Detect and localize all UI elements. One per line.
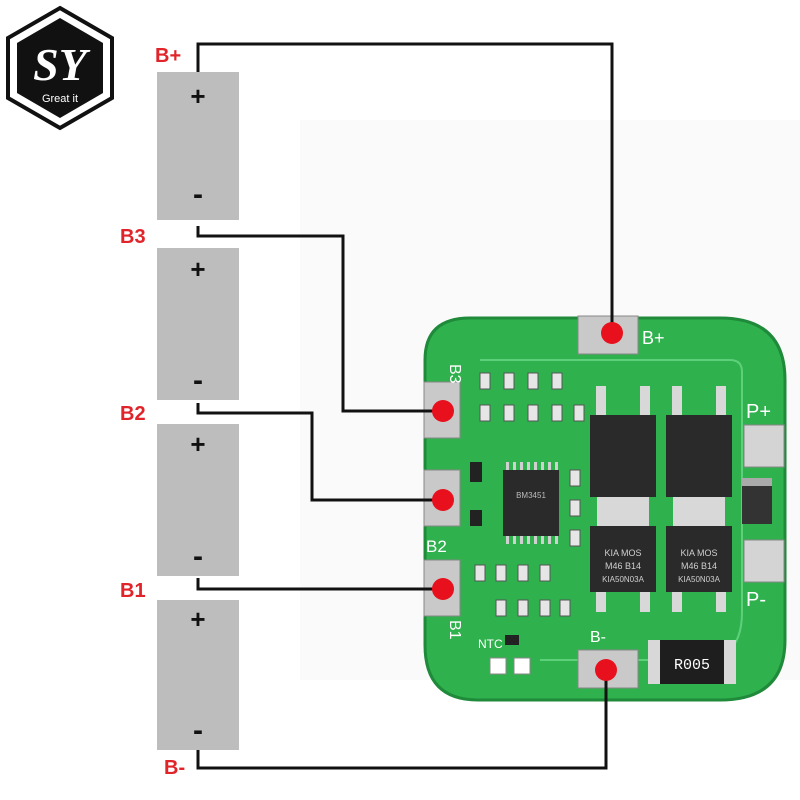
mosfet-bl-line3: KIA50N03A bbox=[602, 575, 644, 584]
wire-b3 bbox=[196, 226, 443, 413]
battery-cell-3: + - bbox=[157, 424, 239, 576]
dot-b1 bbox=[432, 578, 454, 600]
smd-small-chips bbox=[470, 462, 519, 645]
battery-cell-2: + - bbox=[157, 248, 239, 400]
logo-tagline: Great it bbox=[42, 93, 78, 105]
label-b-minus: B- bbox=[164, 757, 185, 779]
cell-4-minus: - bbox=[193, 714, 203, 747]
pcb-label-p-plus: P+ bbox=[746, 401, 771, 423]
wire-b-plus bbox=[196, 42, 614, 333]
dot-b-minus bbox=[595, 659, 617, 681]
pcb-label-b3: B3 bbox=[446, 364, 463, 384]
battery-cell-4: + - bbox=[157, 600, 239, 750]
mosfet-bottom-right: KIA MOS M46 B14 KIA50N03A bbox=[666, 506, 732, 612]
dot-b2 bbox=[432, 489, 454, 511]
mosfet-br-line3: KIA50N03A bbox=[678, 575, 720, 584]
ntc-pad-1 bbox=[489, 657, 507, 675]
cell-2-plus: + bbox=[190, 254, 205, 284]
cell-3-plus: + bbox=[190, 429, 205, 459]
pcb-label-p-minus: P- bbox=[746, 589, 766, 611]
pcb-label-b2: B2 bbox=[426, 537, 447, 556]
label-b-plus: B+ bbox=[155, 45, 181, 67]
pcb-label-b1: B1 bbox=[446, 620, 463, 640]
label-b1: B1 bbox=[120, 580, 146, 602]
label-b3: B3 bbox=[120, 226, 146, 248]
pcb-label-b-minus: B- bbox=[590, 629, 606, 646]
label-b2: B2 bbox=[120, 403, 146, 425]
wires bbox=[196, 42, 614, 770]
bms-pcb: B+ B3 B2 B1 B- P+ P- bbox=[423, 315, 787, 702]
pad-p-minus bbox=[743, 539, 785, 583]
resistor-marking: R005 bbox=[674, 657, 710, 674]
cell-2-minus: - bbox=[193, 364, 203, 397]
cell-3-minus: - bbox=[193, 540, 203, 573]
dot-b-plus bbox=[601, 322, 623, 344]
pcb-label-b-plus: B+ bbox=[642, 328, 665, 348]
pcb-label-ntc: NTC bbox=[478, 637, 503, 651]
mosfet-br-line2: M46 B14 bbox=[681, 561, 717, 571]
mosfet-bl-line2: M46 B14 bbox=[605, 561, 641, 571]
shunt-resistor: R005 bbox=[648, 640, 736, 684]
mosfet-bottom-left: KIA MOS M46 B14 KIA50N03A bbox=[590, 506, 656, 612]
ntc-pad-2 bbox=[513, 657, 531, 675]
pad-p-plus bbox=[743, 424, 785, 468]
cell-1-plus: + bbox=[190, 81, 205, 111]
logo-letters: SY bbox=[33, 39, 91, 90]
connection-dots bbox=[432, 322, 623, 681]
sy-logo: SY Great it bbox=[6, 5, 114, 131]
mosfet-br-line1: KIA MOS bbox=[680, 548, 717, 558]
wire-b2 bbox=[196, 403, 443, 502]
dot-b3 bbox=[432, 400, 454, 422]
mosfet-bl-line1: KIA MOS bbox=[604, 548, 641, 558]
cell-4-plus: + bbox=[190, 604, 205, 634]
cell-1-minus: - bbox=[193, 178, 203, 211]
battery-cell-1: + - bbox=[157, 72, 239, 220]
protection-ic: BM3451 bbox=[503, 462, 559, 544]
wire-b1 bbox=[196, 578, 443, 591]
ic-marking: BM3451 bbox=[516, 491, 546, 500]
wire-b-minus bbox=[196, 670, 608, 770]
smd-passives-top bbox=[474, 372, 585, 617]
